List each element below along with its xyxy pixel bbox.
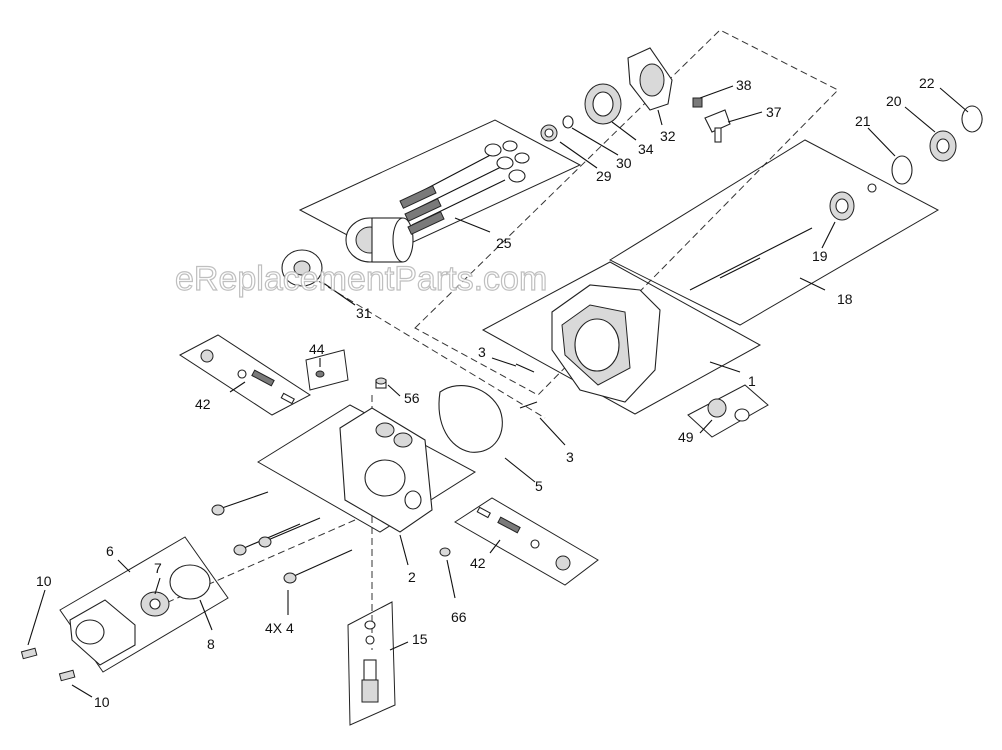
part-21-washer xyxy=(891,155,913,185)
callout-4x4: 4X 4 xyxy=(265,620,294,636)
callout-42-lower: 42 xyxy=(470,555,486,571)
part-1-housing xyxy=(551,284,661,403)
callout-25: 25 xyxy=(496,235,512,251)
panel-42-relief-valve-upper xyxy=(179,334,311,416)
callout-6: 6 xyxy=(106,543,114,559)
panel-cover xyxy=(59,536,229,673)
part-7-coupler xyxy=(140,591,170,617)
part-10-bolt-upper xyxy=(20,647,38,660)
callout-2: 2 xyxy=(408,569,416,585)
panel-end-cap xyxy=(257,404,476,533)
watermark-text: eReplacementParts.com xyxy=(175,260,547,298)
callout-56: 56 xyxy=(404,390,420,406)
callout-30: 30 xyxy=(616,155,632,171)
panel-49-seal-kit xyxy=(687,384,769,438)
callout-3-lower: 3 xyxy=(566,449,574,465)
part-6-cover xyxy=(69,599,136,666)
piston-set xyxy=(399,149,506,235)
part-37-shaft xyxy=(704,109,731,143)
callout-7: 7 xyxy=(154,560,162,576)
callout-29: 29 xyxy=(596,168,612,184)
callout-18: 18 xyxy=(837,291,853,307)
part-29-bearing xyxy=(540,124,558,142)
callout-1: 1 xyxy=(748,373,756,389)
callout-32: 32 xyxy=(660,128,676,144)
callout-19: 19 xyxy=(812,248,828,264)
callout-42-upper: 42 xyxy=(195,396,211,412)
callout-5: 5 xyxy=(535,478,543,494)
callout-15: 15 xyxy=(412,631,428,647)
panel-42-relief-valve-lower xyxy=(454,497,599,586)
part-56-plug xyxy=(375,377,387,389)
panel-housing xyxy=(481,261,762,415)
callout-21: 21 xyxy=(855,113,871,129)
panel-15-check-valve xyxy=(347,601,396,726)
callout-3-upper: 3 xyxy=(478,344,486,360)
part-20-bearing xyxy=(929,130,957,162)
callout-labels: 1 2 3 3 4X 4 5 6 7 8 10 10 15 18 19 20 2… xyxy=(36,75,935,710)
callout-20: 20 xyxy=(886,93,902,109)
part-3-pin-upper xyxy=(515,363,535,373)
piston-sleeves xyxy=(484,140,530,183)
callout-8: 8 xyxy=(207,636,215,652)
assembly-guide-bolt xyxy=(149,519,356,611)
part-38-key xyxy=(692,97,703,108)
callout-49: 49 xyxy=(678,429,694,445)
part-32-cover xyxy=(627,47,673,111)
callout-22: 22 xyxy=(919,75,935,91)
part-22-snap-ring xyxy=(961,105,983,133)
part-4-bolts xyxy=(211,491,353,584)
part-3-pin-lower xyxy=(519,401,538,409)
part-34-seal xyxy=(584,83,622,125)
callout-66: 66 xyxy=(451,609,467,625)
panel-44-label xyxy=(305,349,349,391)
callout-38: 38 xyxy=(736,77,752,93)
panel-cylinder-kit xyxy=(298,119,582,263)
part-66-plug xyxy=(439,547,451,557)
part-31-plate xyxy=(281,249,323,287)
callout-37: 37 xyxy=(766,104,782,120)
panel-drive-shaft xyxy=(608,139,940,326)
part-5-gasket xyxy=(438,385,503,453)
drive-shaft xyxy=(689,227,813,291)
callout-10-upper: 10 xyxy=(36,573,52,589)
callout-44: 44 xyxy=(309,341,325,357)
callout-34: 34 xyxy=(638,141,654,157)
part-2-end-cap xyxy=(339,407,433,533)
leader-lines xyxy=(27,85,969,698)
callout-31: 31 xyxy=(356,305,372,321)
part-30-ring xyxy=(562,115,574,129)
part-10-bolt-lower xyxy=(58,669,76,682)
callout-10-lower: 10 xyxy=(94,694,110,710)
part-8-o-ring xyxy=(169,564,211,600)
